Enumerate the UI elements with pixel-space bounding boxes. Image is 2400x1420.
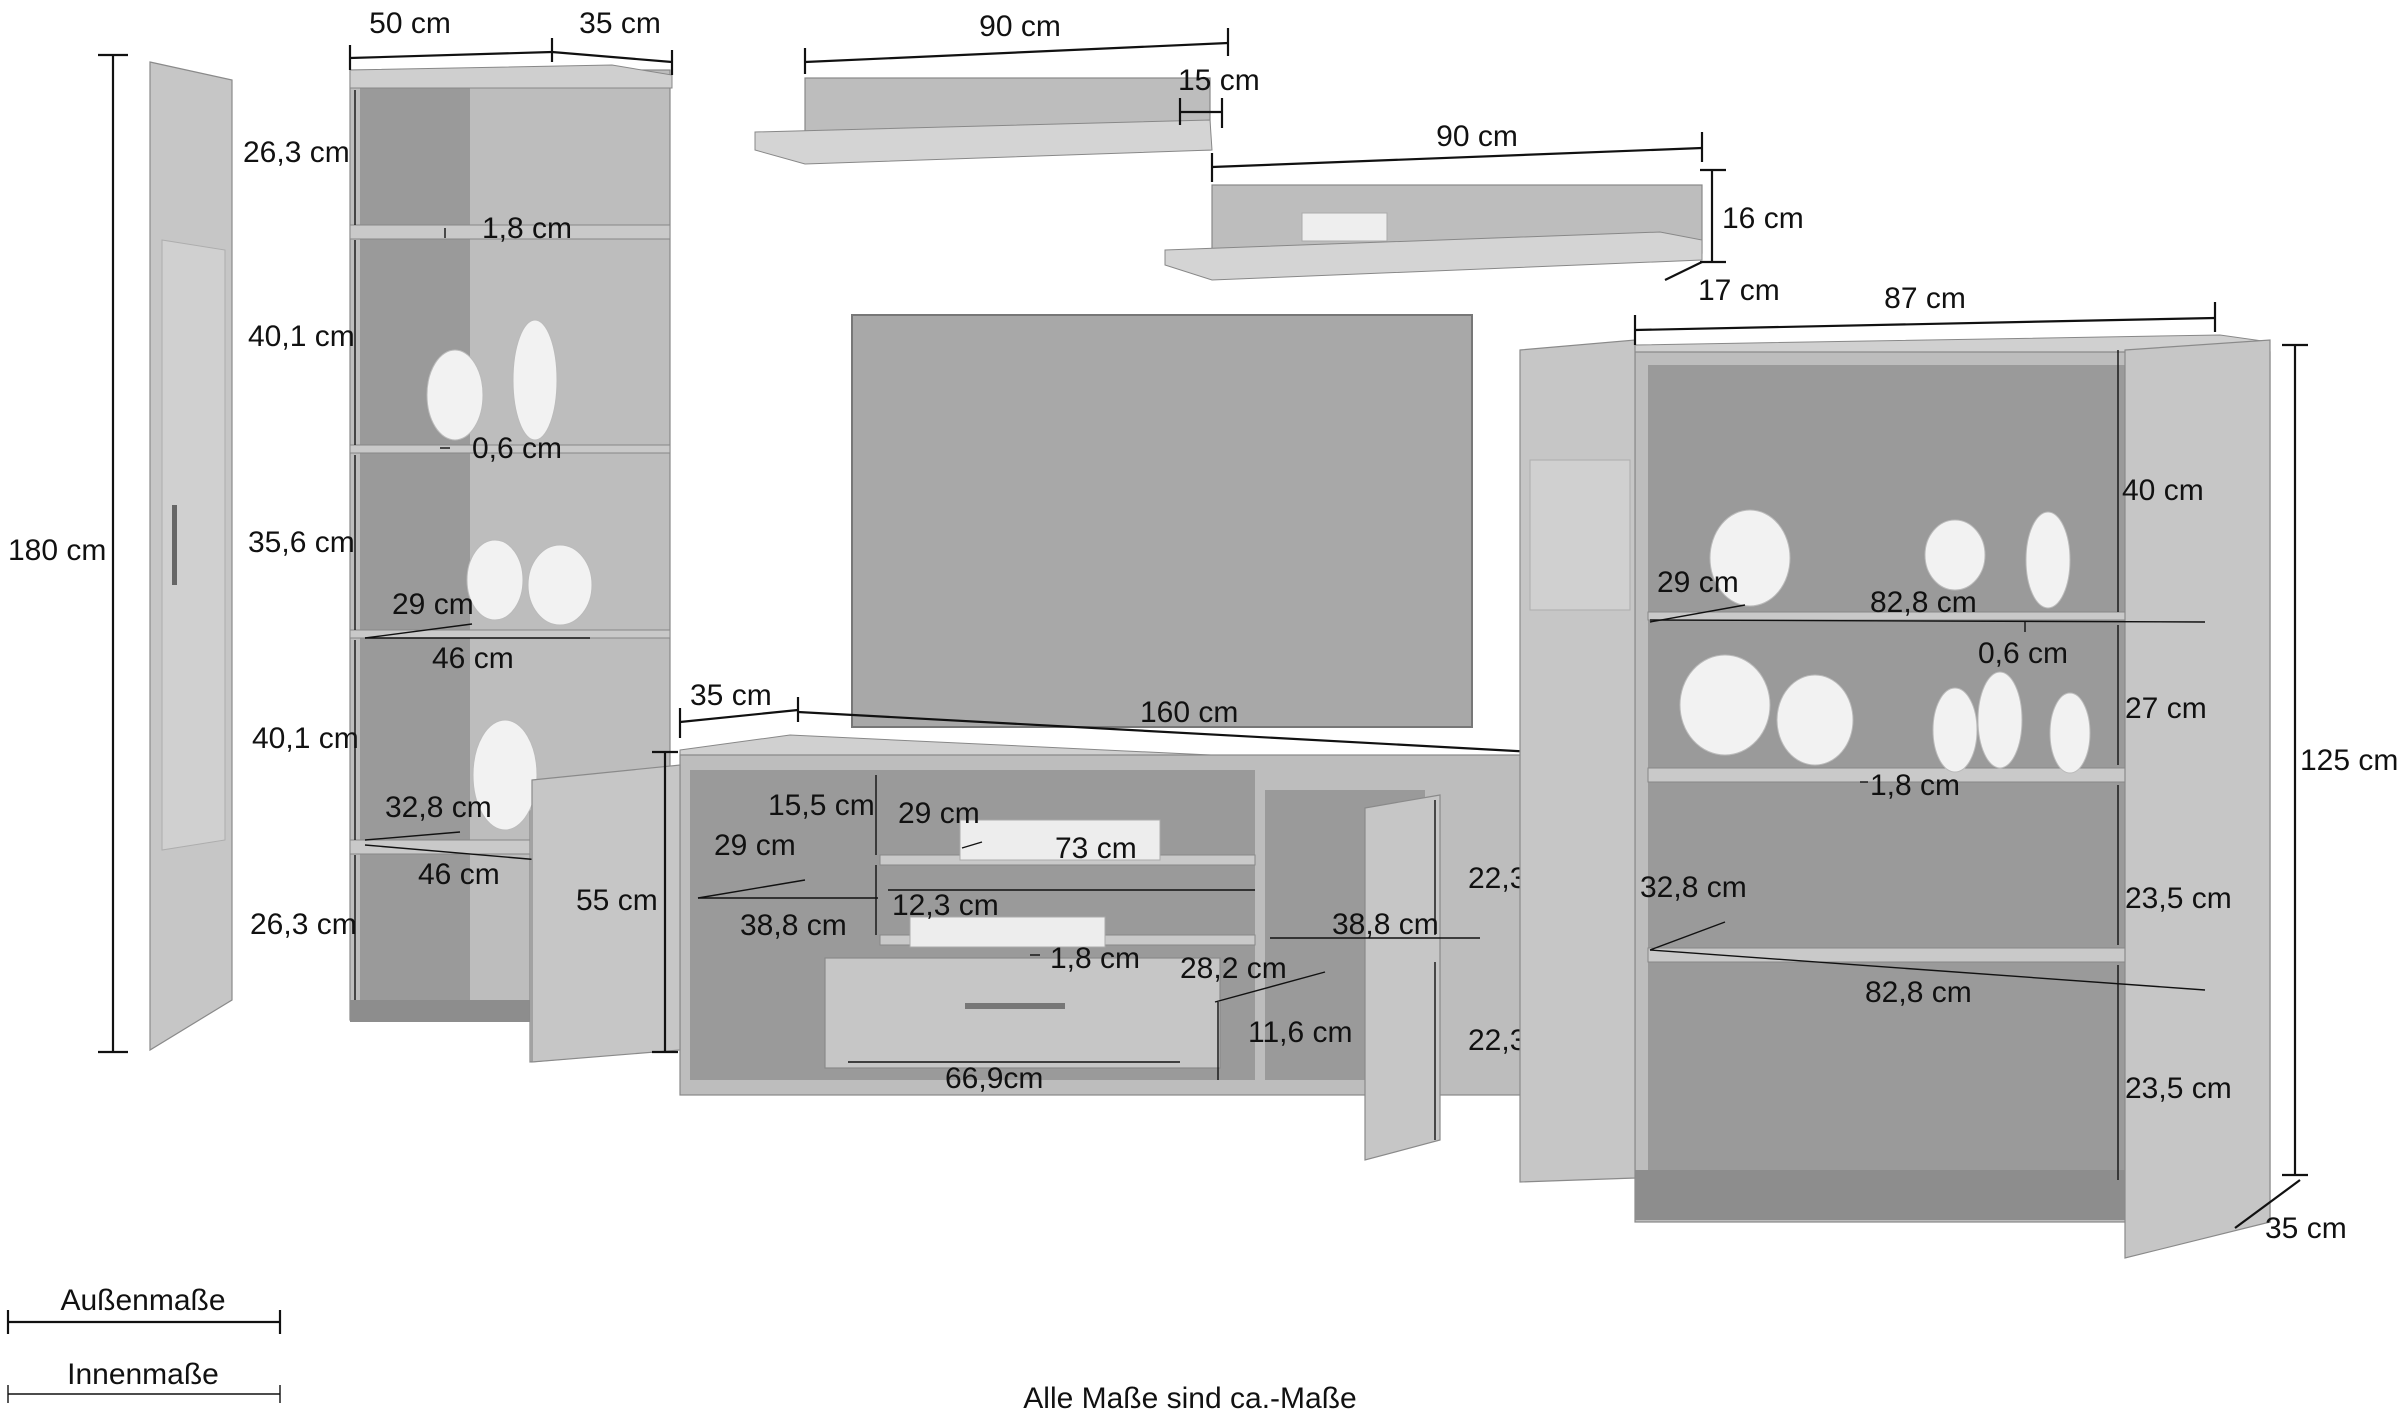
vitrine-comp-3-label: 35,6 cm <box>248 526 355 559</box>
vitrine-glass-thick-label: 0,6 cm <box>472 432 562 465</box>
highboard-height-label: 125 cm <box>2300 744 2398 777</box>
legend <box>6 1310 282 1403</box>
vitrine-glass-width-label: 46 cm <box>432 642 514 675</box>
legend-inner-label: Innenmaße <box>67 1358 219 1391</box>
vitrine-bottom-width-label: 46 cm <box>418 858 500 891</box>
vitrine-shelf-thick-label: 1,8 cm <box>482 212 572 245</box>
footnote: Alle Maße sind ca.-Maße <box>1023 1382 1356 1415</box>
lowboard-height-label: 55 cm <box>576 884 658 917</box>
vitrine-width-label: 50 cm <box>369 7 451 40</box>
wall-shelf-1 <box>754 28 1230 165</box>
highboard-depth-label: 35 cm <box>2265 1212 2347 1245</box>
highboard-width-label: 87 cm <box>1884 282 1966 315</box>
highboard-door-right <box>2124 339 2271 1259</box>
highboard-comp-2-label: 27 cm <box>2125 692 2207 725</box>
lowboard-right-width-label: 38,8 cm <box>1332 908 1439 941</box>
vitrine-bottom-depth-label: 32,8 cm <box>385 791 492 824</box>
shelf2-width-label: 90 cm <box>1436 120 1518 153</box>
legend-outer-label: Außenmaße <box>60 1284 225 1317</box>
highboard-glass-thick-label: 0,6 cm <box>1978 637 2068 670</box>
highboard-comp-3-label: 23,5 cm <box>2125 882 2232 915</box>
lowboard-left-depth-label: 29 cm <box>714 829 796 862</box>
lowboard-drawer-depth-label: 28,2 cm <box>1180 952 1287 985</box>
lowboard-left-width-label: 38,8 cm <box>740 909 847 942</box>
vitrine-comp-2-label: 40,1 cm <box>248 320 355 353</box>
highboard <box>1519 334 2271 1259</box>
highboard-comp-4-label: 23,5 cm <box>2125 1072 2232 1105</box>
lowboard-depth-label: 35 cm <box>690 679 772 712</box>
lowboard-mid-width-label: 73 cm <box>1055 832 1137 865</box>
shelf1-depth-label: 15 cm <box>1178 64 1260 97</box>
lowboard <box>531 734 1526 1161</box>
vitrine-depth-label: 35 cm <box>579 7 661 40</box>
vitrine-height-label: 180 cm <box>8 534 106 567</box>
lowboard-upper-h-label: 15,5 cm <box>768 789 875 822</box>
lowboard-mid-h-label: 12,3 cm <box>892 889 999 922</box>
shelf1-width-label: 90 cm <box>979 10 1061 43</box>
tv-screen <box>851 314 1473 728</box>
lowboard-dimension-lines <box>652 697 1592 1140</box>
vitrine-comp-4-label: 40,1 cm <box>252 722 359 755</box>
shelf2-height-label: 16 cm <box>1722 202 1804 235</box>
lowboard-drawer-h-label: 11,6 cm <box>1248 1016 1353 1049</box>
lowboard-mid-depth-label: 29 cm <box>898 797 980 830</box>
lowboard-drawer <box>824 957 1221 1069</box>
highboard-lower-depth-label: 32,8 cm <box>1640 871 1747 904</box>
lowboard-door-right <box>1364 794 1441 1161</box>
highboard-glass-width-label: 82,8 cm <box>1870 586 1977 619</box>
highboard-dimension-lines <box>1633 302 2308 1229</box>
lowboard-shelf-thick-label: 1,8 cm <box>1050 942 1140 975</box>
lowboard-width-label: 160 cm <box>1140 696 1238 729</box>
highboard-glass-depth-label: 29 cm <box>1657 566 1739 599</box>
vitrine-dimension-lines <box>98 38 674 1054</box>
vitrine-comp-top-label: 26,3 cm <box>243 136 350 169</box>
shelf2-depth-label: 17 cm <box>1698 274 1780 307</box>
lowboard-door-left <box>531 764 681 1063</box>
lowboard-drawer-width-label: 66,9cm <box>945 1062 1043 1095</box>
highboard-lower-width-label: 82,8 cm <box>1865 976 1972 1009</box>
vitrine-comp-bottom-label: 26,3 cm <box>250 908 357 941</box>
wall-shelf-2 <box>1164 132 1726 281</box>
vitrine-glass-depth-label: 29 cm <box>392 588 474 621</box>
highboard-shelf-thick-label: 1,8 cm <box>1870 769 1960 802</box>
highboard-comp-top-label: 40 cm <box>2122 474 2204 507</box>
